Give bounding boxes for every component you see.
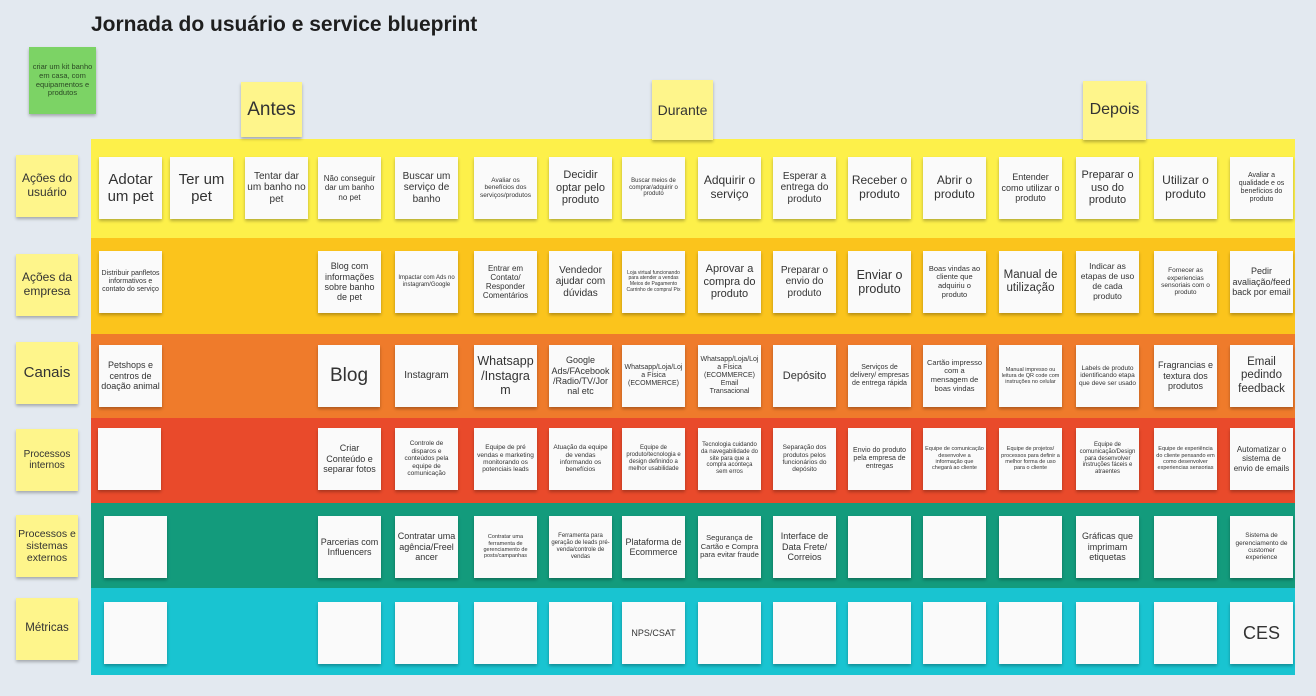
sticky-note-processos-internos-14[interactable]: Equipe de comunicação/Design para desenv… xyxy=(1076,428,1139,490)
sticky-note-canais-10[interactable]: Depósito xyxy=(773,345,836,407)
sticky-note-canais-9[interactable]: Whatsapp/Loja/Loja Física (ECOMMERCE) Em… xyxy=(698,345,761,407)
sticky-note-metricas-5[interactable] xyxy=(395,602,458,664)
sticky-note-metricas-13[interactable] xyxy=(999,602,1062,664)
sticky-note-canais-1[interactable]: Petshops e centros de doação animal xyxy=(99,345,162,407)
sticky-note-acoes-da-empresa-16[interactable]: Pedir avaliação/feedback por email xyxy=(1230,251,1293,313)
sticky-note-processos-internos-5[interactable]: Controle de disparos e conteúdos pela eq… xyxy=(395,428,458,490)
sticky-note-processos-e-sistemas-externos-12[interactable] xyxy=(923,516,986,578)
sticky-note-acoes-da-empresa-14[interactable]: Indicar as etapas de uso de cada produto xyxy=(1076,251,1139,313)
sticky-note-processos-internos-1[interactable] xyxy=(98,428,161,490)
sticky-note-processos-e-sistemas-externos-14[interactable]: Gráficas que imprimam etiquetas xyxy=(1076,516,1139,578)
sticky-note-canais-15[interactable]: Fragrancias e textura dos produtos xyxy=(1154,345,1217,407)
sticky-note-processos-internos-9[interactable]: Tecnologia cuidando da navegabilidade do… xyxy=(698,428,761,490)
sticky-note-processos-e-sistemas-externos-13[interactable] xyxy=(999,516,1062,578)
sticky-note-metricas-10[interactable] xyxy=(773,602,836,664)
sticky-note-canais-11[interactable]: Serviços de delivery/ empresas de entreg… xyxy=(848,345,911,407)
sticky-note-processos-e-sistemas-externos-16[interactable]: Sistema de gerenciamento de customer exp… xyxy=(1230,516,1293,578)
sticky-note-acoes-da-empresa-7[interactable]: Vendedor ajudar com dúvidas xyxy=(549,251,612,313)
sticky-note-acoes-da-empresa-11[interactable]: Enviar o produto xyxy=(848,251,911,313)
sticky-note-acoes-do-usuario-7[interactable]: Decidir optar pelo produto xyxy=(549,157,612,219)
sticky-note-metricas-14[interactable] xyxy=(1076,602,1139,664)
lane-label-acoes-da-empresa[interactable]: Ações da empresa xyxy=(16,254,78,316)
sticky-note-metricas-6[interactable] xyxy=(474,602,537,664)
phase-label-durante[interactable]: Durante xyxy=(652,80,713,140)
sticky-note-acoes-da-empresa-6[interactable]: Entrar em Contato/ Responder Comentários xyxy=(474,251,537,313)
sticky-note-acoes-do-usuario-5[interactable]: Buscar um serviço de banho xyxy=(395,157,458,219)
sticky-note-acoes-do-usuario-8[interactable]: Buscar meios de comprar/adquirir o produ… xyxy=(622,157,685,219)
sticky-note-metricas-4[interactable] xyxy=(318,602,381,664)
sticky-note-metricas-9[interactable] xyxy=(698,602,761,664)
sticky-note-processos-internos-8[interactable]: Equipe de produto/tecnologia e design de… xyxy=(622,428,685,490)
sticky-note-processos-e-sistemas-externos-6[interactable]: Contratar uma ferramenta de gerenciament… xyxy=(474,516,537,578)
sticky-note-canais-16[interactable]: Email pedindo feedback xyxy=(1230,345,1293,407)
sticky-note-acoes-do-usuario-11[interactable]: Receber o produto xyxy=(848,157,911,219)
sticky-note-processos-e-sistemas-externos-1[interactable] xyxy=(104,516,167,578)
lane-label-processos-e-sistemas-externos[interactable]: Processos e sistemas externos xyxy=(16,515,78,577)
sticky-note-processos-e-sistemas-externos-11[interactable] xyxy=(848,516,911,578)
sticky-note-processos-e-sistemas-externos-9[interactable]: Segurança de Cartão e Compra para evitar… xyxy=(698,516,761,578)
lane-label-metricas[interactable]: Métricas xyxy=(16,598,78,660)
sticky-note-acoes-do-usuario-9[interactable]: Adquirir o serviço xyxy=(698,157,761,219)
sticky-note-metricas-8[interactable]: NPS/CSAT xyxy=(622,602,685,664)
board-title: Jornada do usuário e service blueprint xyxy=(91,13,478,36)
sticky-note-acoes-da-empresa-15[interactable]: Fornecer as experiencias sensoriais com … xyxy=(1154,251,1217,313)
sticky-note-acoes-da-empresa-12[interactable]: Boas vindas ao cliente que adquiriu o pr… xyxy=(923,251,986,313)
sticky-note-metricas-1[interactable] xyxy=(104,602,167,664)
phase-label-antes[interactable]: Antes xyxy=(241,82,302,137)
green-sticky-note[interactable]: criar um kit banho em casa, com equipame… xyxy=(29,47,96,114)
sticky-note-metricas-12[interactable] xyxy=(923,602,986,664)
sticky-note-acoes-do-usuario-3[interactable]: Tentar dar um banho no pet xyxy=(245,157,308,219)
sticky-note-acoes-do-usuario-1[interactable]: Adotar um pet xyxy=(99,157,162,219)
sticky-note-canais-7[interactable]: Google Ads/FAcebook/Radio/TV/Jornal etc xyxy=(549,345,612,407)
sticky-note-canais-13[interactable]: Manual impresso ou leitura de QR code co… xyxy=(999,345,1062,407)
sticky-note-processos-internos-6[interactable]: Equipe de pré vendas e marketing monitor… xyxy=(474,428,537,490)
sticky-note-acoes-do-usuario-15[interactable]: Utilizar o produto xyxy=(1154,157,1217,219)
sticky-note-processos-e-sistemas-externos-15[interactable] xyxy=(1154,516,1217,578)
sticky-note-acoes-do-usuario-2[interactable]: Ter um pet xyxy=(170,157,233,219)
lane-label-acoes-do-usuario[interactable]: Ações do usuário xyxy=(16,155,78,217)
sticky-note-processos-internos-4[interactable]: Criar Conteúdo e separar fotos xyxy=(318,428,381,490)
sticky-note-canais-6[interactable]: Whatsapp/Instagram xyxy=(474,345,537,407)
sticky-note-acoes-da-empresa-8[interactable]: Loja virtual funcionando para atender a … xyxy=(622,251,685,313)
sticky-note-acoes-do-usuario-4[interactable]: Não conseguir dar um banho no pet xyxy=(318,157,381,219)
sticky-note-acoes-da-empresa-10[interactable]: Preparar o envio do produto xyxy=(773,251,836,313)
sticky-note-acoes-do-usuario-12[interactable]: Abrir o produto xyxy=(923,157,986,219)
phase-label-depois[interactable]: Depois xyxy=(1083,81,1146,140)
sticky-note-acoes-do-usuario-14[interactable]: Preparar o uso do produto xyxy=(1076,157,1139,219)
sticky-note-canais-14[interactable]: Labels de produto identificando etapa qu… xyxy=(1076,345,1139,407)
sticky-note-canais-8[interactable]: Whatsapp/Loja/Loja Física (ECOMMERCE) xyxy=(622,345,685,407)
sticky-note-canais-12[interactable]: Cartão impresso com a mensagem de boas v… xyxy=(923,345,986,407)
sticky-note-processos-e-sistemas-externos-5[interactable]: Contratar uma agência/Freelancer xyxy=(395,516,458,578)
sticky-note-acoes-da-empresa-5[interactable]: Impactar com Ads no instagram/Google xyxy=(395,251,458,313)
sticky-note-processos-e-sistemas-externos-10[interactable]: Interface de Data Frete/ Correios xyxy=(773,516,836,578)
sticky-note-acoes-da-empresa-13[interactable]: Manual de utilização xyxy=(999,251,1062,313)
lane-label-processos-internos[interactable]: Processos internos xyxy=(16,429,78,491)
sticky-note-processos-e-sistemas-externos-4[interactable]: Parcerias com Influencers xyxy=(318,516,381,578)
sticky-note-processos-internos-7[interactable]: Atuação da equipe de vendas informando o… xyxy=(549,428,612,490)
sticky-note-metricas-15[interactable] xyxy=(1154,602,1217,664)
sticky-note-acoes-do-usuario-6[interactable]: Avaliar os benefícios dos serviços/produ… xyxy=(474,157,537,219)
sticky-note-processos-internos-12[interactable]: Equipe de comunicação desenvolve a infor… xyxy=(923,428,986,490)
sticky-note-processos-internos-16[interactable]: Automatizar o sistema de envio de emails xyxy=(1230,428,1293,490)
sticky-note-acoes-do-usuario-16[interactable]: Avaliar a qualidade e os benefícios do p… xyxy=(1230,157,1293,219)
sticky-note-processos-e-sistemas-externos-8[interactable]: Plataforma de Ecommerce xyxy=(622,516,685,578)
sticky-note-acoes-do-usuario-10[interactable]: Esperar a entrega do produto xyxy=(773,157,836,219)
sticky-note-metricas-7[interactable] xyxy=(549,602,612,664)
sticky-note-acoes-da-empresa-4[interactable]: Blog com informações sobre banho de pet xyxy=(318,251,381,313)
sticky-note-processos-internos-10[interactable]: Separação dos produtos pelos funcionário… xyxy=(773,428,836,490)
sticky-note-canais-5[interactable]: Instagram xyxy=(395,345,458,407)
sticky-note-processos-internos-13[interactable]: Equipe de projetos/ processos para defin… xyxy=(999,428,1062,490)
sticky-note-metricas-11[interactable] xyxy=(848,602,911,664)
lane-label-canais[interactable]: Canais xyxy=(16,342,78,404)
sticky-note-canais-4[interactable]: Blog xyxy=(318,345,380,407)
sticky-note-acoes-da-empresa-9[interactable]: Aprovar a compra do produto xyxy=(698,251,761,313)
sticky-note-processos-e-sistemas-externos-7[interactable]: Ferramenta para geração de leads pré-ven… xyxy=(549,516,612,578)
sticky-note-acoes-do-usuario-13[interactable]: Entender como utilizar o produto xyxy=(999,157,1062,219)
sticky-note-processos-internos-15[interactable]: Equipe de experiência do cliente pensand… xyxy=(1154,428,1217,490)
sticky-note-metricas-16[interactable]: CES xyxy=(1230,602,1293,664)
sticky-note-acoes-da-empresa-1[interactable]: Distribuir panfletos informativos e cont… xyxy=(99,251,162,313)
sticky-note-processos-internos-11[interactable]: Envio do produto pela empresa de entrega… xyxy=(848,428,911,490)
